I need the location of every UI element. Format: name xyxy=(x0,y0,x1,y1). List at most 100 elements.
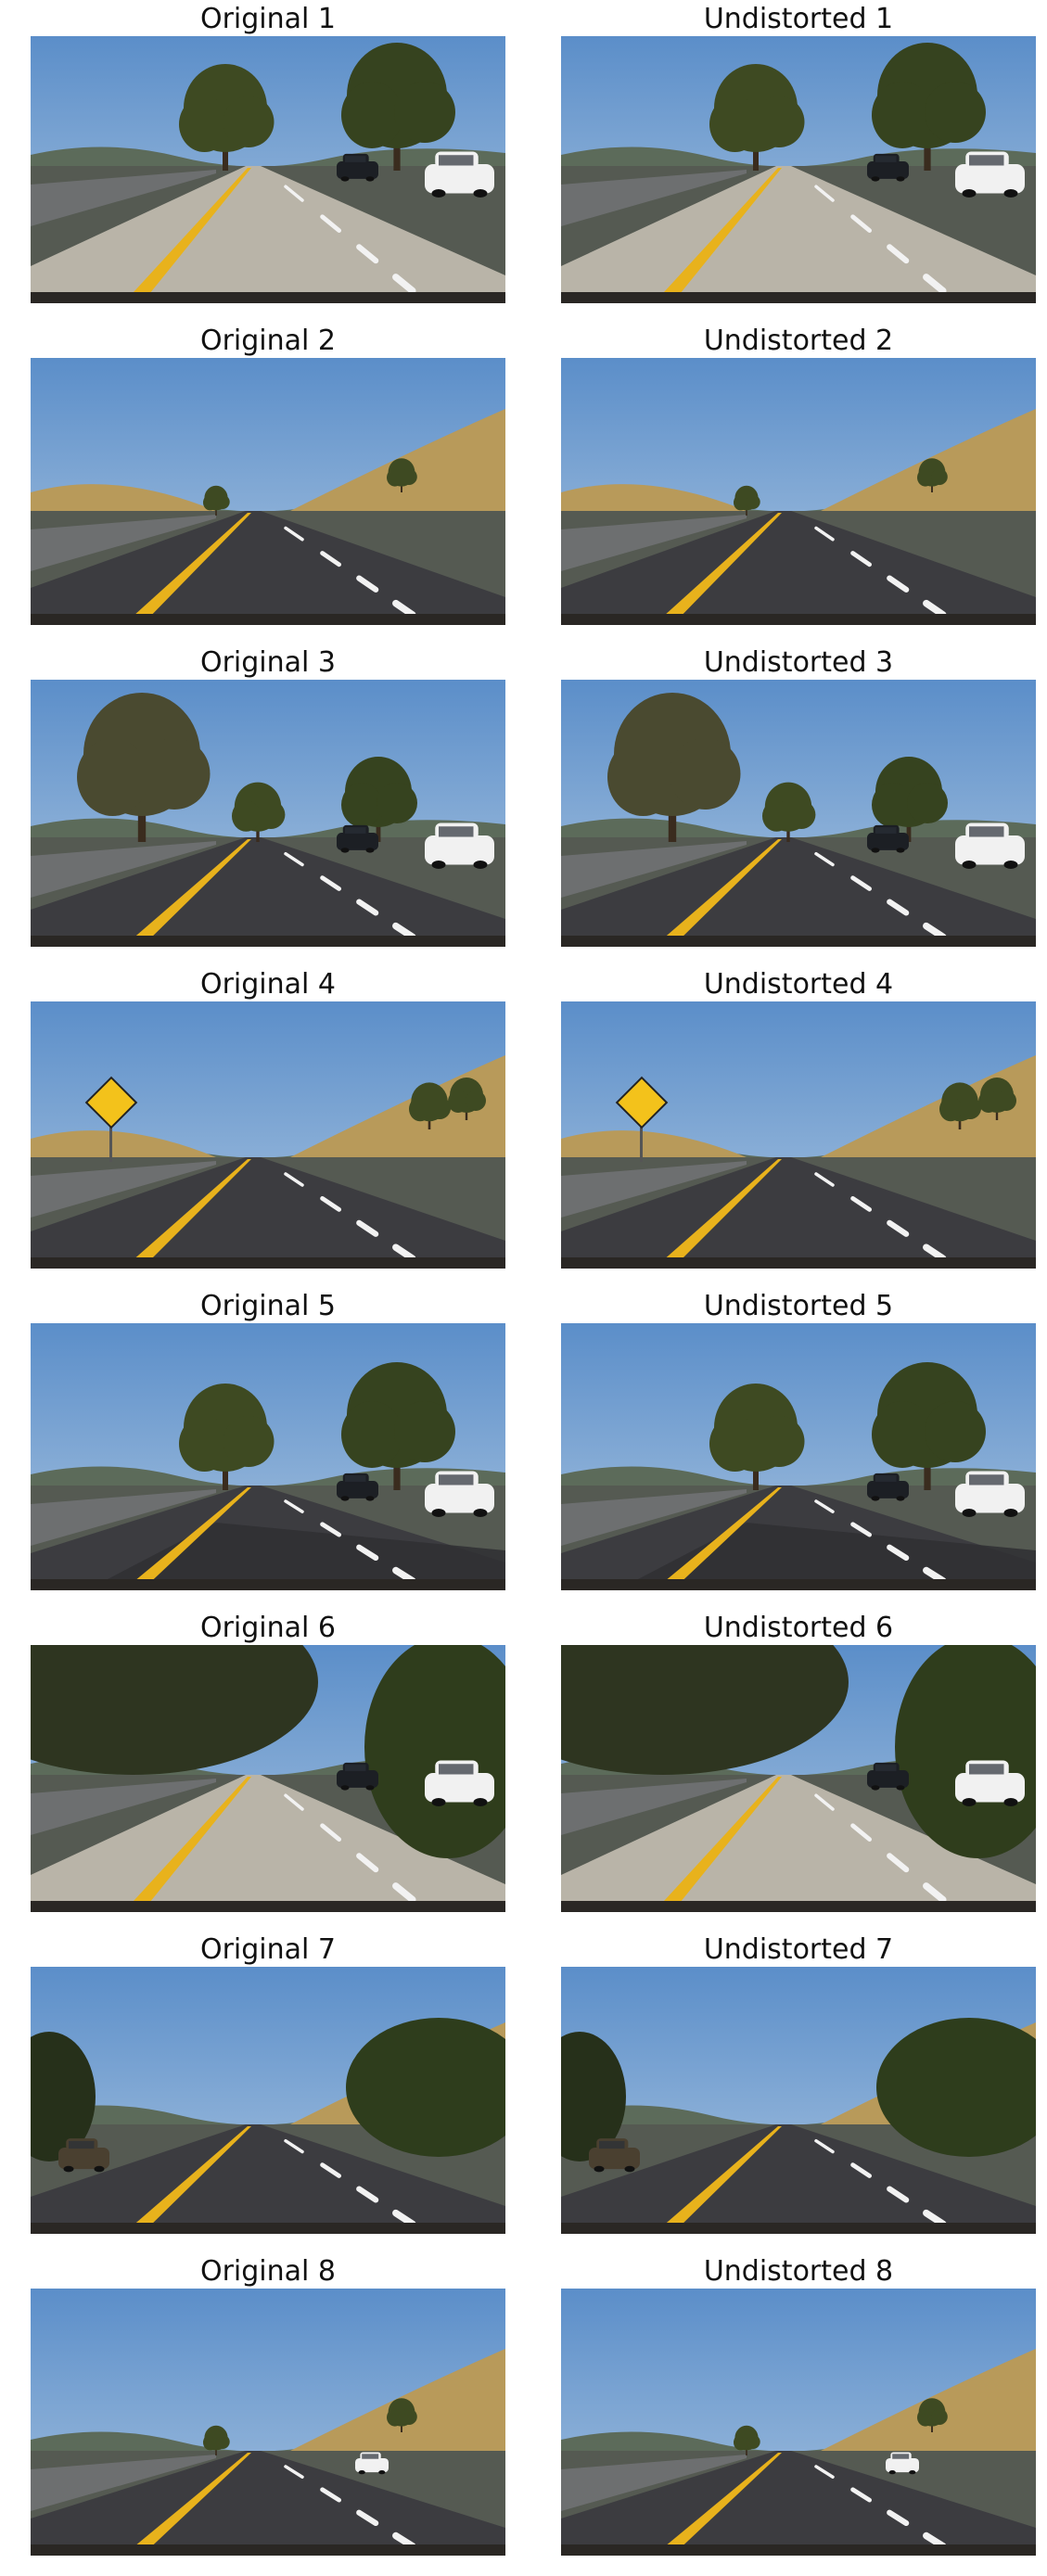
car-hood xyxy=(561,292,1036,303)
road-surface xyxy=(31,2124,505,2234)
white-lane-dash xyxy=(887,575,910,593)
car xyxy=(337,153,378,182)
road-surface xyxy=(31,166,505,303)
tree xyxy=(387,458,417,492)
barrier-wall xyxy=(31,515,216,571)
white-lane-dash xyxy=(392,1882,416,1904)
white-lane-dash xyxy=(887,244,910,264)
white-lane-dash xyxy=(392,599,416,618)
car xyxy=(955,823,1025,869)
white-lane-dash xyxy=(320,875,342,891)
tree xyxy=(341,1362,455,1490)
road-photo xyxy=(561,1967,1036,2234)
road-photo xyxy=(561,1323,1036,1590)
white-lane-dash xyxy=(923,1243,947,1262)
panel-title: Undistorted 2 xyxy=(703,325,894,357)
yellow-lane-line xyxy=(123,2453,251,2556)
white-lane-dash xyxy=(356,244,379,264)
car xyxy=(58,2138,109,2173)
barrier-wall xyxy=(561,1489,747,1546)
tree xyxy=(709,64,805,171)
panel-title: Original 6 xyxy=(199,1612,336,1644)
barrier-wall xyxy=(561,170,747,226)
road-surface xyxy=(561,1775,1036,1912)
panel-title: Original 3 xyxy=(199,646,336,679)
barrier-wall xyxy=(561,1161,747,1218)
white-lane-dash xyxy=(284,1499,304,1513)
tree-canopy xyxy=(561,2032,626,2162)
white-lane-dash xyxy=(814,1499,835,1513)
car xyxy=(355,2452,389,2475)
tree xyxy=(872,757,948,842)
panel-title: Original 1 xyxy=(199,3,336,35)
white-lane-dash xyxy=(320,2487,342,2503)
white-lane-dash xyxy=(887,1219,910,1237)
tree xyxy=(203,2425,230,2455)
white-lane-dash xyxy=(923,599,947,618)
white-lane-dash xyxy=(356,2509,379,2527)
car xyxy=(425,1760,494,1806)
white-lane-dash xyxy=(392,274,416,295)
panel-title: Original 4 xyxy=(199,968,336,1001)
car-hood xyxy=(561,2223,1036,2234)
car xyxy=(425,823,494,869)
tree xyxy=(762,782,816,842)
white-lane-dash xyxy=(850,551,873,567)
car-hood xyxy=(561,1901,1036,1912)
road-surface xyxy=(561,2451,1036,2556)
white-lane-dash xyxy=(284,2465,304,2479)
car-hood xyxy=(31,2223,505,2234)
road-surface xyxy=(31,511,505,625)
car-hood xyxy=(31,292,505,303)
road-photo xyxy=(31,1323,505,1590)
car xyxy=(337,1473,378,1501)
tree xyxy=(917,2398,948,2432)
yellow-lane-line xyxy=(654,1159,782,1269)
car-hood xyxy=(561,936,1036,947)
yellow-lane-line xyxy=(654,168,782,303)
road-photo xyxy=(561,358,1036,625)
white-lane-dash xyxy=(814,2465,835,2479)
white-lane-dash xyxy=(356,899,379,916)
panel-title: Undistorted 8 xyxy=(703,2255,894,2288)
deer-sign xyxy=(615,1076,669,1162)
white-lane-dash xyxy=(320,2162,342,2178)
white-lane-dash xyxy=(814,851,835,867)
white-lane-dash xyxy=(887,1544,910,1562)
barrier-wall xyxy=(31,2455,216,2511)
tree-canopy xyxy=(31,1645,318,1775)
barrier-wall xyxy=(31,1489,216,1546)
panel-title: Undistorted 6 xyxy=(703,1612,894,1644)
car xyxy=(867,1762,909,1791)
white-lane-dash xyxy=(887,2186,910,2203)
white-lane-dash xyxy=(923,1566,947,1585)
white-lane-dash xyxy=(850,1195,873,1212)
road-surface xyxy=(31,1775,505,1912)
white-lane-dash xyxy=(284,526,304,542)
yellow-lane-line xyxy=(123,1159,251,1269)
panel-title: Undistorted 5 xyxy=(703,1290,894,1322)
white-lane-dash xyxy=(887,899,910,916)
road-photo xyxy=(561,680,1036,947)
white-lane-dash xyxy=(284,851,304,867)
tree xyxy=(734,2425,760,2455)
car-hood xyxy=(561,2544,1036,2556)
car xyxy=(337,1762,378,1791)
tree xyxy=(448,1078,486,1120)
road-photo xyxy=(31,358,505,625)
white-lane-dash xyxy=(320,1823,342,1842)
tree xyxy=(917,458,948,492)
tree-canopy xyxy=(346,2018,505,2157)
white-lane-dash xyxy=(392,2209,416,2228)
white-lane-dash xyxy=(284,185,304,202)
white-lane-dash xyxy=(392,1566,416,1585)
barrier-wall xyxy=(31,170,216,226)
white-lane-dash xyxy=(850,1522,873,1537)
road-surface xyxy=(561,166,1036,303)
white-lane-dash xyxy=(923,1882,947,1904)
white-lane-dash xyxy=(320,214,342,233)
white-lane-dash xyxy=(284,1172,304,1187)
road-photo xyxy=(31,680,505,947)
car xyxy=(867,1473,909,1501)
car-hood xyxy=(31,1901,505,1912)
